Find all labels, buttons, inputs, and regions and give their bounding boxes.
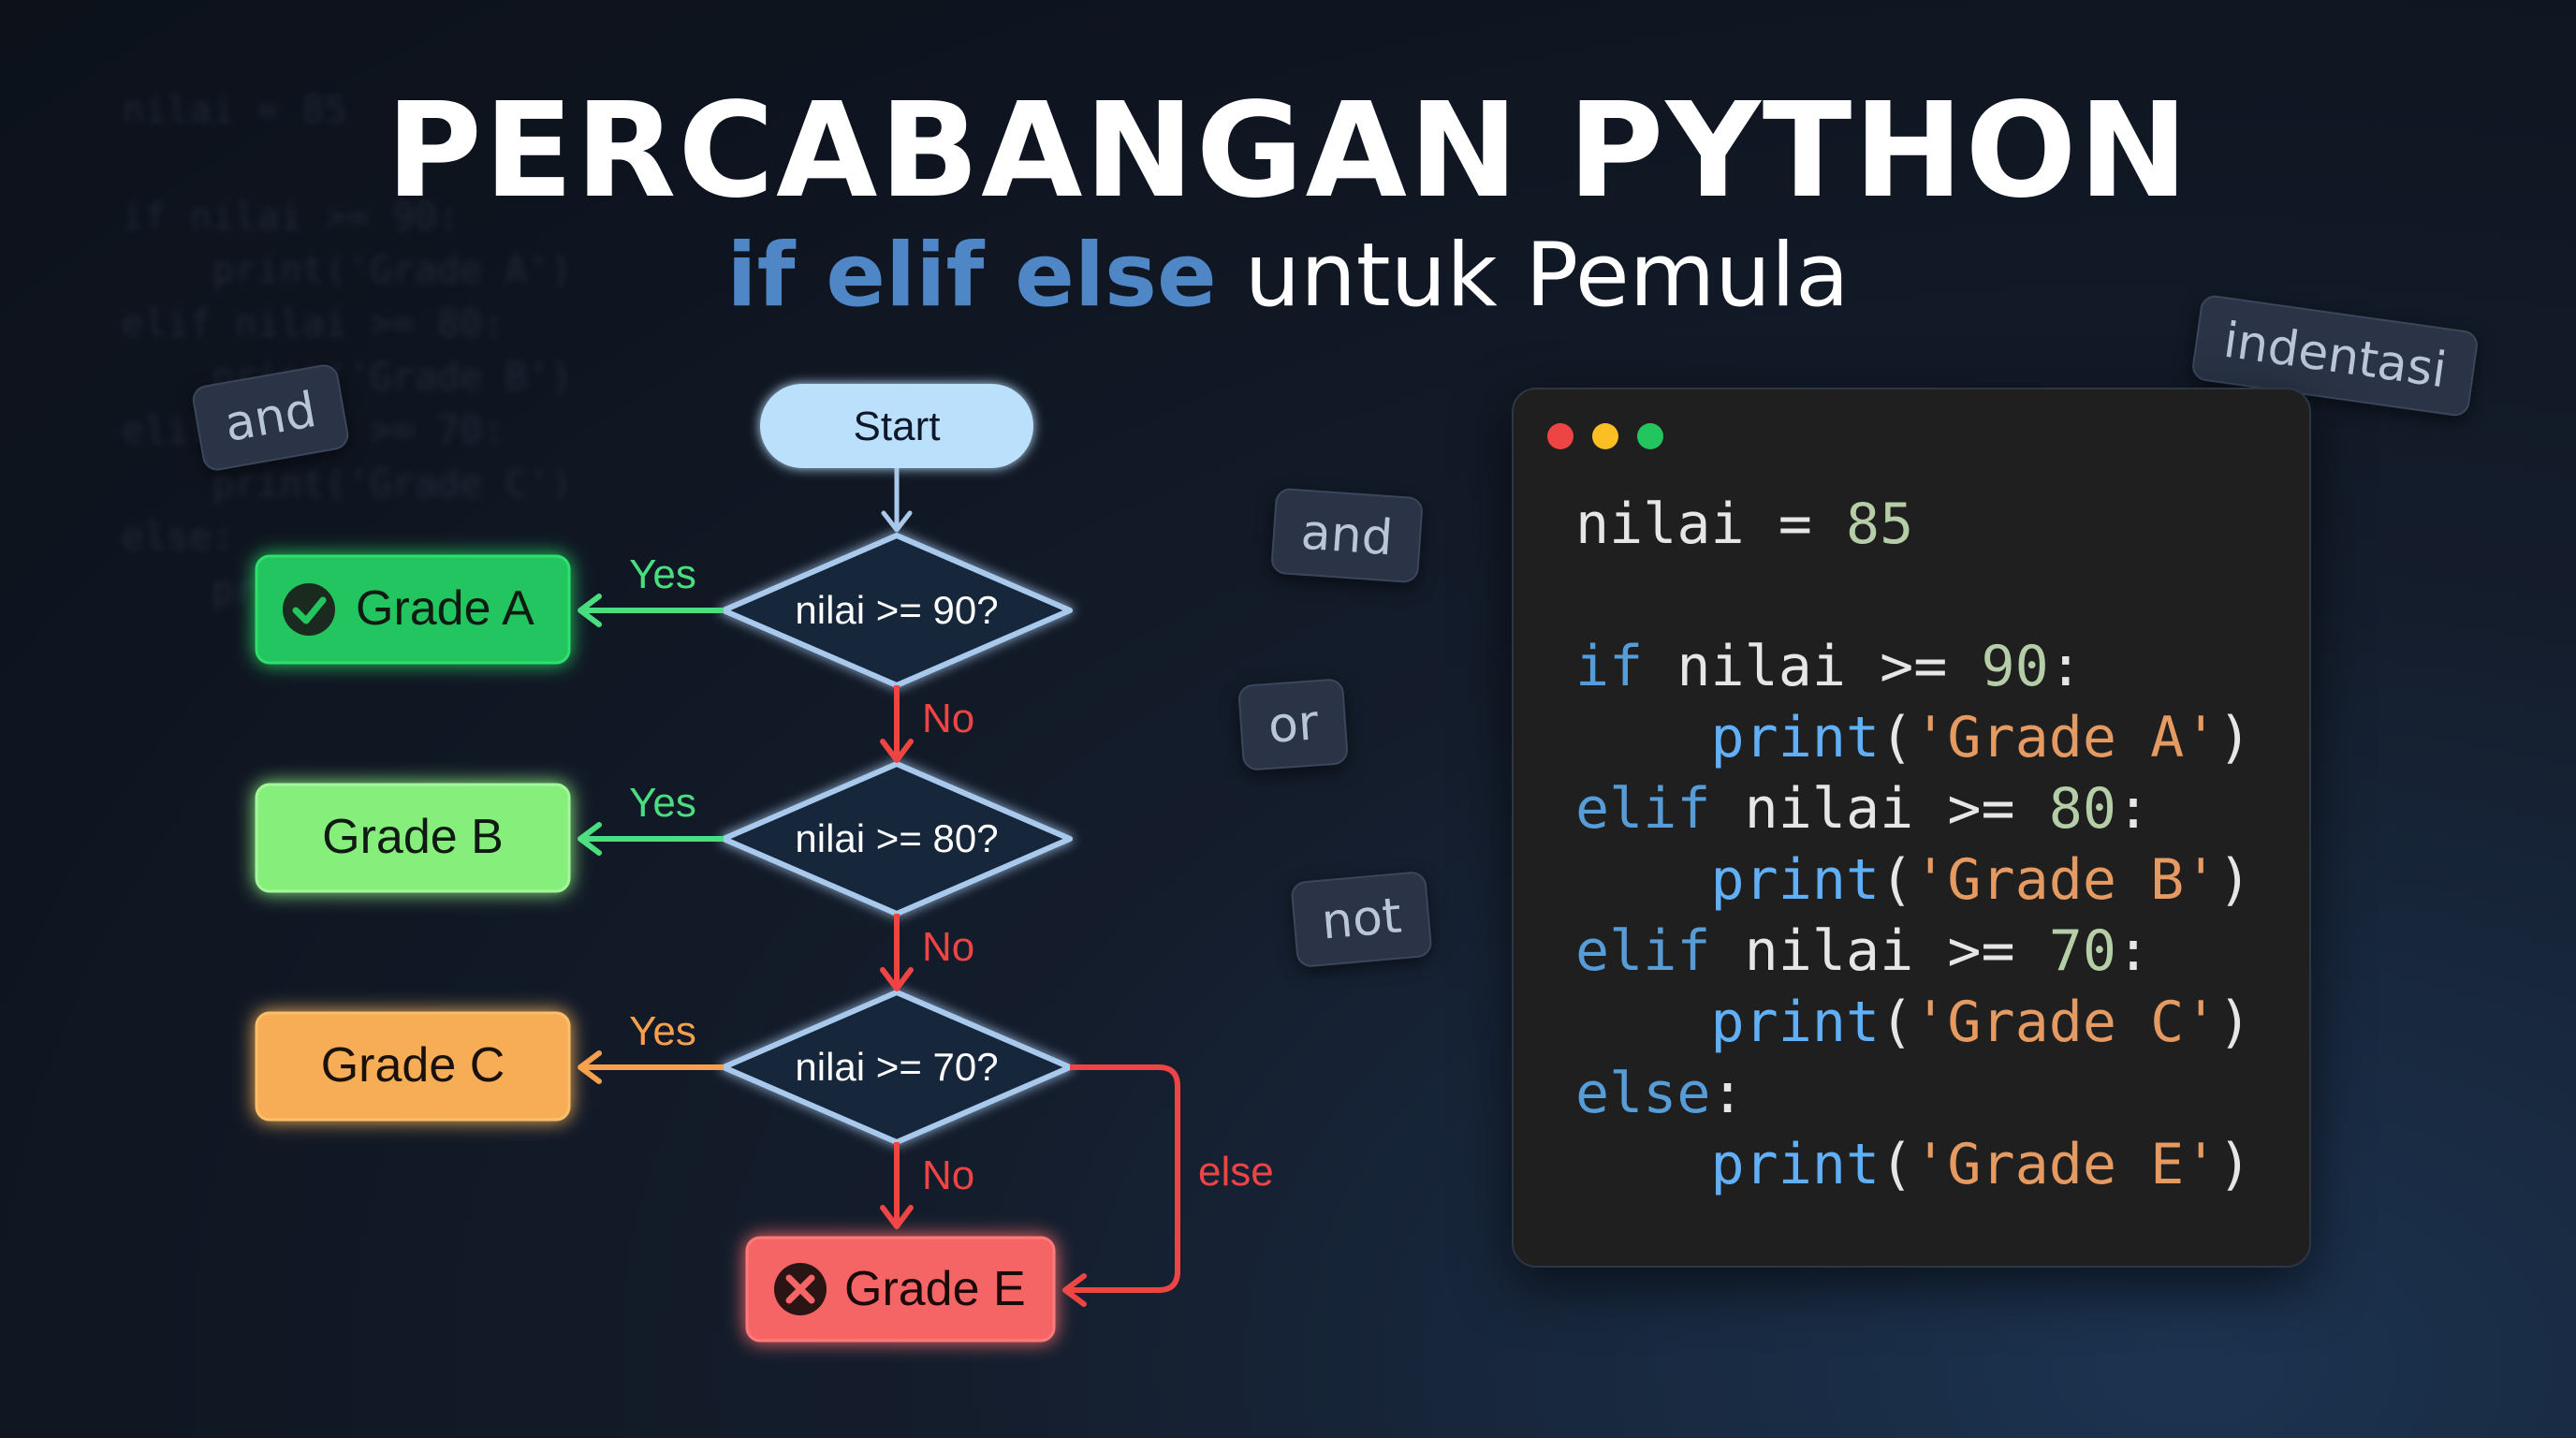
code-token: print [1710,705,1881,770]
decision-node-70: nilai >= 70? [721,990,1073,1145]
code-line: print('Grade C') [1575,987,2252,1058]
code-token [1575,847,1711,913]
no-label-3: No [922,1152,974,1198]
code-token: ( [1880,1132,1914,1197]
code-line: elif nilai >= 70: [1575,916,2251,987]
yes-arrow-3 [578,1050,724,1084]
code-token: nilai >= [1710,918,2049,984]
code-token: elif [1575,776,1711,842]
grade-b-node: Grade B [255,783,571,893]
code-token: 85 [1845,492,1914,557]
subtitle-keywords: if elif else [726,225,1217,327]
decision-node-90: nilai >= 90? [721,533,1073,688]
yes-label-1: Yes [629,551,696,597]
code-token: if [1575,634,1644,699]
code-token: : [2115,918,2151,984]
code-token: print [1710,847,1881,913]
page-subtitle: if elif else untuk Pemula [0,225,2576,327]
code-token: : [1710,1061,1745,1126]
code-line: nilai = 85 [1575,489,2251,560]
no-arrow-2 [880,914,914,991]
code-token: nilai >= [1643,634,1982,699]
yes-label-2: Yes [629,780,696,826]
code-line: else: [1575,1058,2251,1129]
code-line: elif nilai >= 80: [1575,773,2251,844]
code-token: 70 [2048,918,2116,984]
code-line [1575,560,2251,631]
code-token: : [2115,776,2151,842]
yes-label-3: Yes [629,1008,696,1054]
code-token: nilai >= [1710,776,2049,842]
grade-b-label: Grade B [322,810,504,864]
no-arrow-3 [880,1142,914,1229]
no-label-1: No [922,696,974,741]
code-token [1575,705,1711,770]
else-label: else [1198,1149,1274,1195]
subtitle-rest: untuk Pemula [1244,225,1850,327]
check-icon [283,583,335,636]
code-token: print [1710,990,1881,1055]
code-token: 'Grade C' [1913,990,2218,1055]
grade-c-node: Grade C [255,1011,571,1122]
code-token: 'Grade B' [1913,847,2218,913]
yes-arrow-2 [578,822,724,856]
code-token: ( [1880,847,1914,913]
code-token: else [1575,1061,1711,1126]
code-token: ) [2217,705,2252,770]
code-token: nilai = [1575,492,1846,557]
decision-node-80: nilai >= 80? [721,761,1073,917]
code-token: ( [1880,705,1914,770]
decision-label-90: nilai >= 90? [795,588,998,632]
decision-label-70: nilai >= 70? [795,1045,998,1089]
grade-e-label: Grade E [844,1262,1026,1316]
else-arrow [1062,1064,1180,1307]
code-token: ( [1880,990,1914,1055]
code-token: elif [1575,918,1711,984]
code-line: print('Grade B') [1575,844,2252,916]
decision-label-80: nilai >= 80? [795,816,998,860]
window-close-dot [1547,423,1573,449]
code-token: ) [2217,990,2252,1055]
no-label-2: No [922,924,974,970]
grade-e-node: Grade E [745,1236,1056,1343]
code-token: 'Grade E' [1913,1132,2218,1197]
code-line: if nilai >= 90: [1575,631,2251,702]
code-token: 80 [2048,776,2116,842]
no-arrow-1 [880,685,914,763]
code-token [1575,1132,1711,1197]
code-token: print [1710,1132,1881,1197]
code-token: ) [2217,847,2252,913]
code-token: 'Grade A' [1913,705,2218,770]
window-minimize-dot [1592,423,1618,449]
code-line: print('Grade A') [1575,702,2252,773]
code-line: print('Grade E') [1575,1129,2252,1200]
code-token: 90 [1981,634,2049,699]
code-token: : [2048,634,2083,699]
grade-a-label: Grade A [356,581,534,636]
start-node: Start [760,384,1033,468]
window-maximize-dot [1637,423,1663,449]
grade-a-node: Grade A [255,554,571,665]
start-label: Start [854,404,941,449]
grade-c-label: Grade C [321,1038,505,1093]
code-token: ) [2217,1132,2252,1197]
yes-arrow-1 [578,594,724,627]
code-token [1575,990,1711,1055]
page-title: PERCABANGAN PYTHON [386,75,2190,227]
